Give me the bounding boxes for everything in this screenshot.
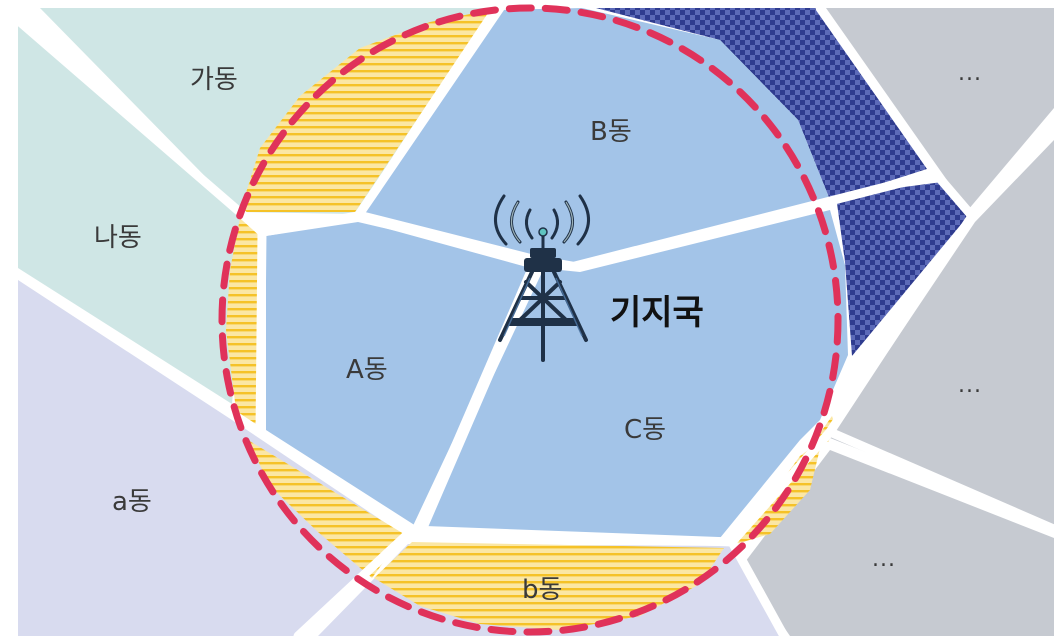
region-right-top-label: ... [958,61,982,86]
region-overlap-top [596,8,930,200]
region-a-lower-label: a동 [112,487,152,517]
region-stripe-top [240,10,490,212]
region-C-label: C동 [624,415,666,445]
region-right-mid-label: ... [958,373,982,398]
region-A [266,222,530,526]
region-right-top [826,8,1054,210]
coverage-boundary [218,4,842,636]
region-right-bottom-label: ... [872,547,896,572]
region-borders [13,3,1061,640]
region-ga-label: 가동 [190,65,238,95]
region-stripe-left [226,218,262,432]
region-na-label: 나동 [94,223,142,253]
region-b-lower-label: b동 [522,575,562,605]
region-right-bottom [742,450,1054,636]
cell-tower-icon [494,194,590,362]
region-B-label: B동 [590,117,632,147]
region-A-label: A동 [346,355,388,385]
region-stripe-left-lower [248,440,404,578]
region-right-mid [830,140,1054,526]
region-a-lower [18,280,408,636]
region-stripe-b [374,542,724,630]
region-na [18,22,246,404]
tower-label: 기지국 [610,293,704,333]
region-overlap-mid [836,182,968,356]
